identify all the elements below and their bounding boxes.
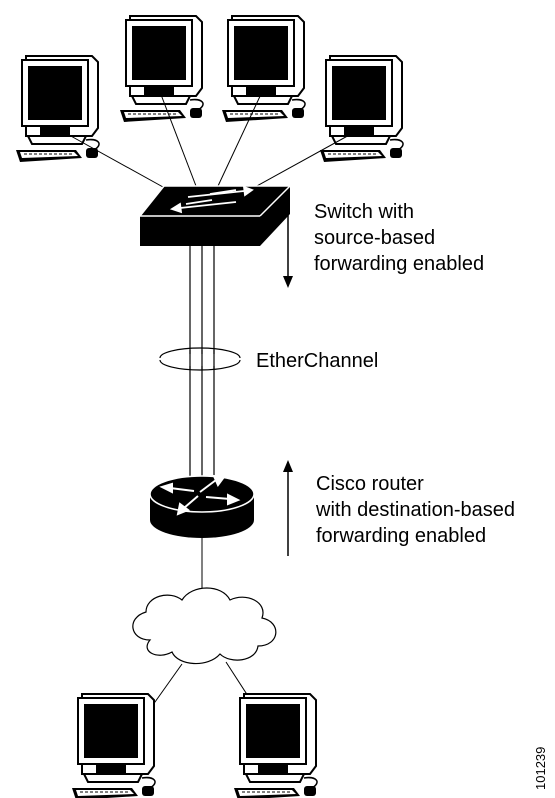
cloud-icon <box>132 587 277 665</box>
workstation-icon <box>221 15 307 123</box>
router-icon <box>149 474 255 538</box>
etherchannel-label: EtherChannel <box>256 350 378 372</box>
router-label-line2: with destination-based <box>315 499 515 521</box>
workstation-icon <box>319 55 405 163</box>
etherchannel-ellipse-front <box>159 359 241 371</box>
router-label-line3: forwarding enabled <box>316 525 486 547</box>
link-line <box>245 127 363 193</box>
etherchannel-ellipse-back <box>159 347 241 359</box>
switch-label-line3: forwarding enabled <box>314 253 484 275</box>
link-line <box>59 129 173 193</box>
link-line <box>217 91 263 187</box>
workstation-icon <box>15 55 101 163</box>
workstation-icon <box>233 693 319 798</box>
switch-label-line1: Switch with <box>314 201 414 223</box>
figure-number: 101239 <box>533 747 548 790</box>
arrow-up-icon <box>283 460 293 556</box>
workstation-icon <box>119 15 205 123</box>
workstation-icon <box>71 693 157 798</box>
router-label-line1: Cisco router <box>316 473 424 495</box>
switch-label-line2: source-based <box>314 227 435 249</box>
link-line <box>159 91 197 187</box>
arrow-down-icon <box>283 190 293 288</box>
switch-icon <box>139 185 291 246</box>
